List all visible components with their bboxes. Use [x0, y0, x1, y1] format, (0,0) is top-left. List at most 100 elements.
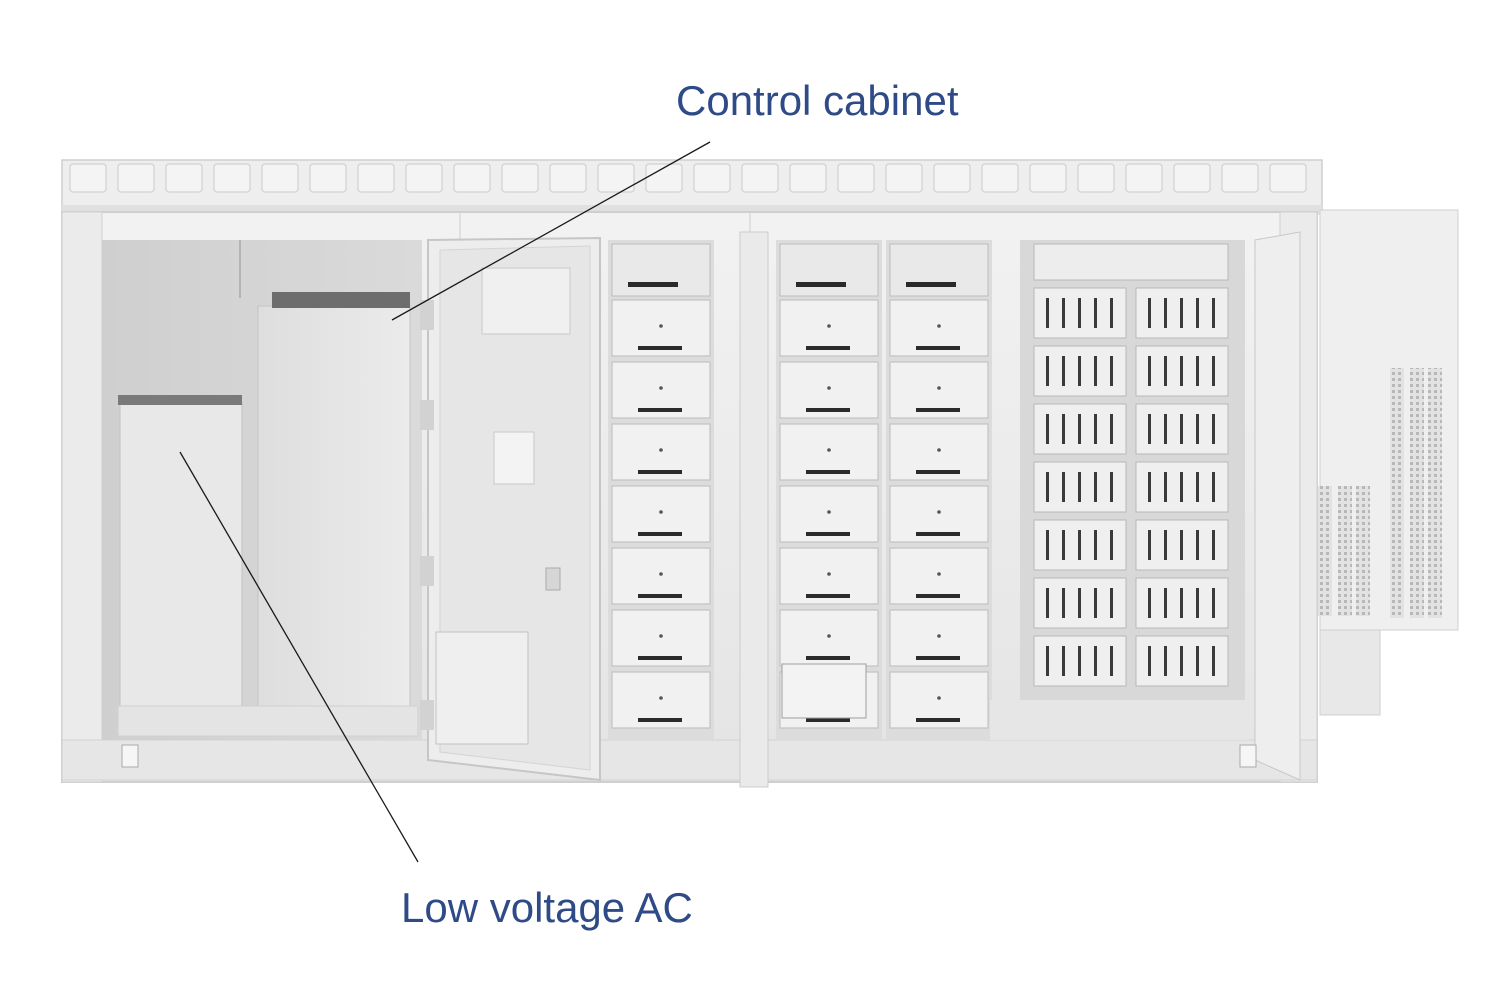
module-vent-slot: [1062, 356, 1065, 386]
rack-front-header: [1033, 243, 1229, 281]
roof-rib: [69, 163, 107, 193]
module-vent-slot: [1148, 472, 1151, 502]
air-conditioning-unit: [1318, 209, 1459, 716]
module-vent-slot: [1148, 646, 1151, 676]
open-door: [420, 236, 601, 782]
module-vent-slot: [1046, 646, 1049, 676]
module-vent-slot: [1180, 646, 1183, 676]
module-handle: [806, 470, 850, 474]
module-screw: [659, 324, 663, 328]
module-vent-slot: [1164, 530, 1167, 560]
module-vent-slot: [1110, 298, 1113, 328]
module-vent-slot: [1196, 298, 1199, 328]
roof-rib: [981, 163, 1019, 193]
module-handle: [638, 594, 682, 598]
module-vent-slot: [1212, 472, 1215, 502]
module-vent-slot: [1078, 356, 1081, 386]
control-cabinet-label: Control cabinet: [676, 77, 959, 124]
module-vent-slot: [1110, 472, 1113, 502]
module-vent-slot: [1180, 356, 1183, 386]
rack-header-slot: [906, 282, 956, 287]
rack-header: [889, 243, 989, 297]
leader-line-low-voltage-ac: [179, 451, 419, 863]
module-vent-slot: [1094, 472, 1097, 502]
battery-module: [611, 547, 711, 605]
roof-rib: [1125, 163, 1163, 193]
roof-rib: [597, 163, 635, 193]
roof-rib: [933, 163, 971, 193]
module-vent-slot: [1078, 530, 1081, 560]
module-handle: [916, 594, 960, 598]
roof-rib: [213, 163, 251, 193]
roof-rib: [405, 163, 443, 193]
low-voltage-ac-unit: [117, 395, 419, 737]
module-vent-slot: [1110, 646, 1113, 676]
roof-rib: [1077, 163, 1115, 193]
roof-rib: [1269, 163, 1307, 193]
module-vent-slot: [1078, 472, 1081, 502]
control-cabinet-unit: [257, 292, 411, 709]
module-vent-slot: [1110, 414, 1113, 444]
module-screw: [937, 572, 941, 576]
rack-header-slot: [796, 282, 846, 287]
roof-rib: [1221, 163, 1259, 193]
module-handle: [638, 718, 682, 722]
module-vent-slot: [1164, 646, 1167, 676]
battery-rack-3: [886, 240, 992, 740]
battery-rack-front: [990, 240, 1250, 740]
module-vent-slot: [1046, 588, 1049, 618]
middle-door-edge: [739, 231, 769, 788]
module-handle: [806, 594, 850, 598]
module-vent-slot: [1094, 414, 1097, 444]
module-vent-slot: [1078, 414, 1081, 444]
module-vent-slot: [1094, 298, 1097, 328]
module-vent-slot: [1062, 588, 1065, 618]
module-handle: [916, 656, 960, 660]
module-vent-slot: [1062, 414, 1065, 444]
module-vent-slot: [1196, 356, 1199, 386]
module-screw: [827, 386, 831, 390]
module-vent-slot: [1164, 298, 1167, 328]
module-vent-slot: [1094, 530, 1097, 560]
module-screw: [659, 510, 663, 514]
rack-header-slot: [628, 282, 678, 287]
module-vent-slot: [1196, 588, 1199, 618]
module-vent-slot: [1062, 472, 1065, 502]
roof-rib: [885, 163, 923, 193]
module-vent-slot: [1148, 414, 1151, 444]
roof-rib: [1173, 163, 1211, 193]
module-vent-slot: [1212, 356, 1215, 386]
module-vent-slot: [1196, 646, 1199, 676]
module-vent-slot: [1212, 414, 1215, 444]
module-vent-slot: [1110, 356, 1113, 386]
module-screw: [659, 448, 663, 452]
roof-rib: [261, 163, 299, 193]
battery-rack-1: [608, 240, 714, 740]
module-vent-slot: [1196, 472, 1199, 502]
module-vent-slot: [1164, 588, 1167, 618]
module-vent-slot: [1196, 530, 1199, 560]
module-screw: [827, 634, 831, 638]
module-vent-slot: [1196, 414, 1199, 444]
roof-rib: [309, 163, 347, 193]
module-vent-slot: [1110, 530, 1113, 560]
roof-rib: [789, 163, 827, 193]
module-handle: [806, 656, 850, 660]
module-vent-slot: [1180, 298, 1183, 328]
module-screw: [937, 510, 941, 514]
module-screw: [937, 634, 941, 638]
rack-header: [779, 243, 879, 297]
roof-rib: [693, 163, 731, 193]
module-vent-slot: [1148, 588, 1151, 618]
roof-rib: [501, 163, 539, 193]
module-vent-slot: [1110, 588, 1113, 618]
module-vent-slot: [1180, 530, 1183, 560]
module-vent-slot: [1164, 356, 1167, 386]
low-voltage-ac-label: Low voltage AC: [401, 884, 693, 931]
module-vent-slot: [1046, 414, 1049, 444]
module-screw: [827, 572, 831, 576]
module-handle: [638, 656, 682, 660]
module-vent-slot: [1148, 356, 1151, 386]
roof-rib: [453, 163, 491, 193]
roof-rib: [117, 163, 155, 193]
